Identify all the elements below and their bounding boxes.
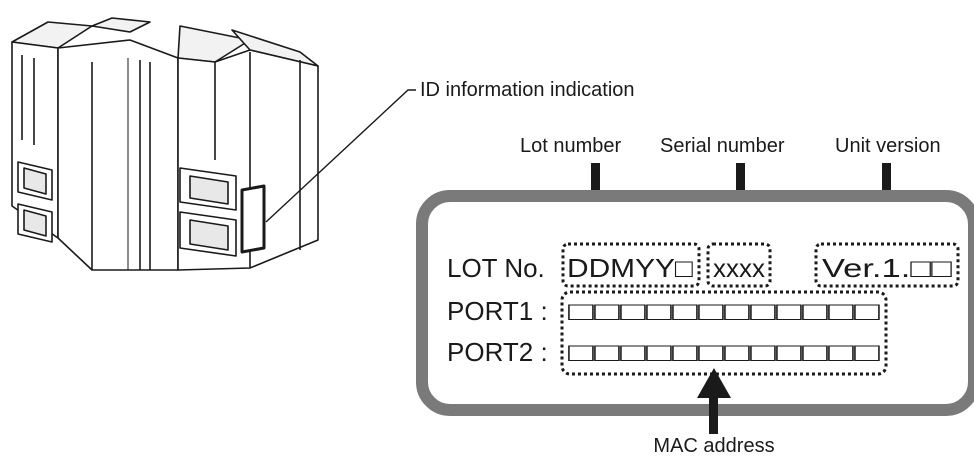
port2-label: PORT2 : [447,337,548,367]
serial-number-label: Serial number [660,135,785,157]
version-value: Ver.1.□□ [822,253,952,283]
port1-value: □□□□□□□□□□□□ [568,296,880,326]
lot-value-highlight [561,242,701,288]
leader-line [265,89,416,223]
mac-address-arrow [697,368,731,434]
port1-label: PORT1 : [447,296,548,326]
id-info-label: ID information indication [420,79,635,101]
lot-prefix: LOT No. [447,253,545,283]
port2-value: □□□□□□□□□□□□ [568,337,880,367]
lot-value: DDMYY□ [567,253,693,283]
label-panel [416,190,974,416]
serial-value-highlight [706,242,772,288]
lot-number-label: Lot number [520,135,622,157]
serial-value: xxxx [713,253,765,283]
device-illustration [11,17,319,271]
mac-address-label: MAC address [653,435,774,457]
unit-version-label: Unit version [835,135,941,157]
mac-address-highlight [560,290,888,376]
version-value-highlight [814,242,960,288]
